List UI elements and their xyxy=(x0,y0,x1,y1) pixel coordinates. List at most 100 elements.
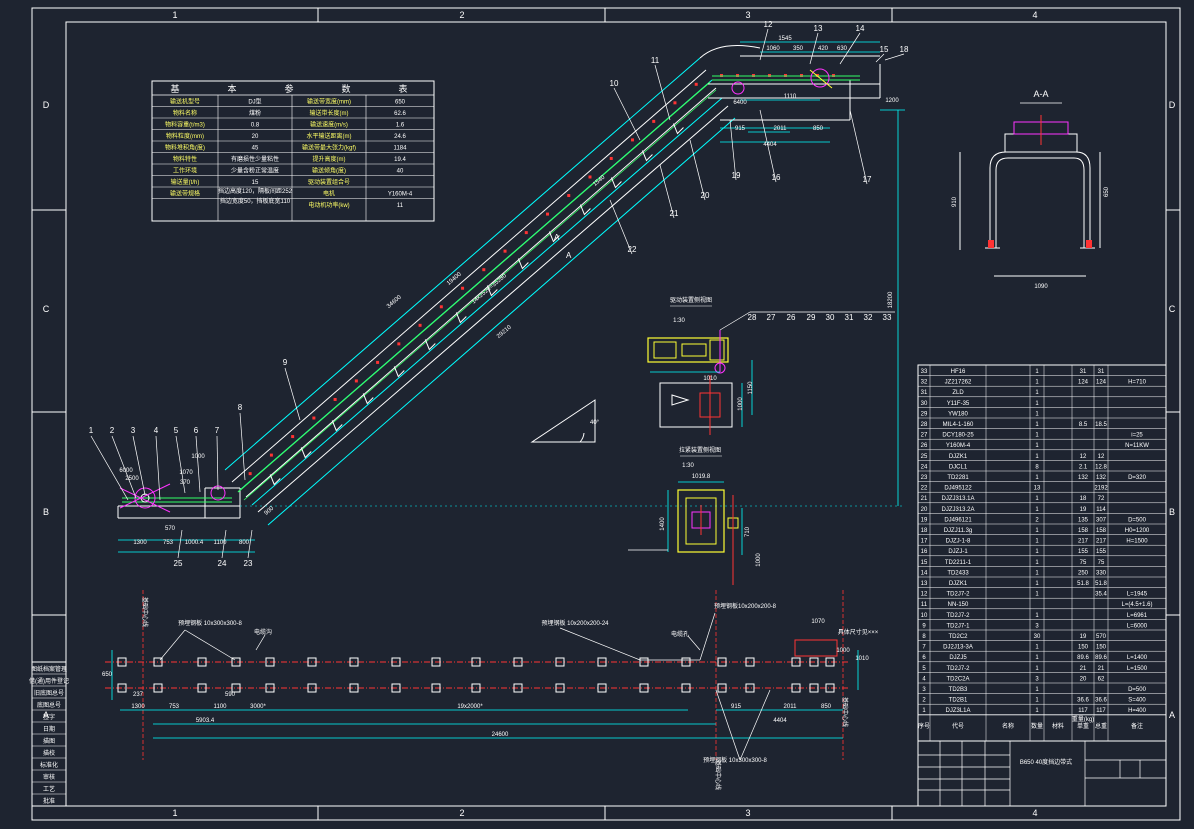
bom-header-sub: 重量(kg) xyxy=(1072,715,1094,723)
plan-note-2: 预埋钢板10x200x200-8 xyxy=(714,602,777,610)
bom-cell-23-1: TD2J7-2 xyxy=(946,613,970,619)
bom-cell-27-5: 89.6 xyxy=(1077,655,1089,661)
plan-dim-1: 753 xyxy=(169,704,180,710)
part-number-19: 19 xyxy=(732,171,741,180)
title-block xyxy=(917,740,1167,807)
embedded-plate xyxy=(471,683,481,693)
part-number-1: 1 xyxy=(89,426,94,435)
plan-note-8: 基础中心线 xyxy=(841,697,849,727)
bom-cell-11-3: 13 xyxy=(1034,486,1041,492)
bom-cell-15-0: 18 xyxy=(921,528,928,534)
param-cell-6-0: 工作环境 xyxy=(173,167,197,175)
embedded-plate xyxy=(391,657,401,667)
section-side-dim: 650 xyxy=(1104,186,1110,197)
embedded-plate xyxy=(745,657,755,667)
section-height-dim: 910 xyxy=(952,196,958,207)
part-number-22: 22 xyxy=(628,245,637,254)
bom-cell-18-6: 75 xyxy=(1098,560,1105,566)
bom-cell-20-1: DJZK1 xyxy=(949,581,968,587)
bom-cell-27-1: DJZJ5 xyxy=(949,655,967,661)
plan-note-4: 电缆孔 xyxy=(671,630,689,638)
embedded-plate xyxy=(639,683,649,693)
param-cell-7-2: 驱动装置组合号 xyxy=(308,178,350,186)
grid-row-left-D: D xyxy=(43,100,50,110)
param-header-2: 参 xyxy=(284,83,293,94)
outer-frame xyxy=(31,7,1181,821)
part-number-18: 18 xyxy=(900,45,909,54)
foundation-plan xyxy=(105,590,859,761)
grid-row-right-A: A xyxy=(1169,710,1175,720)
bom-cell-32-6: 117 xyxy=(1096,708,1106,714)
bom-cell-5-3: 1 xyxy=(1035,422,1039,428)
bom-cell-14-7: D=500 xyxy=(1128,517,1147,523)
bom-cell-10-5: 132 xyxy=(1078,475,1089,481)
drawing-title: B650 40度挡边带式 xyxy=(1020,758,1072,766)
bom-cell-15-1: DJZJ11.3g xyxy=(944,528,973,534)
strip-item-4: 签字 xyxy=(43,713,55,721)
bom-cell-12-5: 18 xyxy=(1080,496,1087,502)
strip-item-9: 审核 xyxy=(43,773,55,781)
tension-dim-0: 1019.8 xyxy=(692,474,711,480)
bom-cell-23-0: 10 xyxy=(921,613,928,619)
bom-cell-9-1: DJCL1 xyxy=(949,464,968,470)
grid-col-top-3: 3 xyxy=(745,10,750,20)
top-dim-11: 1200 xyxy=(885,98,899,104)
bom-cell-28-6: 21 xyxy=(1098,666,1105,672)
plan-dim-9: 24600 xyxy=(492,732,509,738)
embedded-plate xyxy=(231,683,241,693)
bom-header-4: 材料 xyxy=(1052,722,1064,730)
bom-cell-26-3: 1 xyxy=(1035,645,1039,651)
bom-cell-11-1: DJ495122 xyxy=(944,486,972,492)
bom-cell-16-6: 217 xyxy=(1096,539,1107,545)
strip-item-11: 批准 xyxy=(43,797,55,805)
embedded-plate xyxy=(431,657,441,667)
bom-header-7: 备注 xyxy=(1131,722,1143,730)
bom-cell-8-0: 25 xyxy=(921,454,928,460)
plan-note-5: 电缆沟 xyxy=(254,628,272,636)
bom-cell-30-3: 1 xyxy=(1035,687,1039,693)
bom-cell-24-7: L=6000 xyxy=(1127,623,1148,629)
bom-cell-17-3: 1 xyxy=(1035,549,1039,555)
param-cell-7-1: 15 xyxy=(252,180,259,186)
bottom-dim-8: 1000 xyxy=(191,454,205,460)
plan-dim-8: 4404 xyxy=(773,718,787,724)
bom-cell-2-3: 1 xyxy=(1035,390,1039,396)
plan-dim-2: 1100 xyxy=(214,704,228,710)
bom-cell-19-1: TD2433 xyxy=(947,570,969,576)
bom-cell-16-7: H=1500 xyxy=(1126,539,1148,545)
embedded-plate xyxy=(825,683,835,693)
bom-cell-17-6: 155 xyxy=(1096,549,1107,555)
top-dim-7: 915 xyxy=(735,126,746,132)
part-number-14: 14 xyxy=(856,24,865,33)
bom-cell-22-7: L=(4.5+1.6) xyxy=(1121,602,1152,608)
bom-cell-28-3: 1 xyxy=(1035,666,1039,672)
embedded-plate xyxy=(197,683,207,693)
bom-cell-22-1: NN-150 xyxy=(948,602,969,608)
top-dim-1: 1060 xyxy=(766,46,780,52)
plan-dim-11: 1000 xyxy=(836,648,850,654)
bom-cell-25-5: 19 xyxy=(1080,634,1087,640)
bom-cell-26-1: DJ2J13-3A xyxy=(943,645,973,651)
param-cell-6-3: 40 xyxy=(397,169,404,175)
param-cell-4-1: 45 xyxy=(252,146,259,152)
bom-cell-19-5: 250 xyxy=(1078,570,1089,576)
top-dim-3: 420 xyxy=(818,46,829,52)
param-cell-1-3: 62.6 xyxy=(394,111,406,117)
embedded-plate xyxy=(791,657,801,667)
tension-detail xyxy=(628,481,743,585)
embedded-plate xyxy=(555,683,565,693)
strip-item-0: 图纸档案管理 xyxy=(31,665,67,673)
bottom-dim-6: 370 xyxy=(180,480,191,486)
part-number-8: 8 xyxy=(238,403,243,412)
grid-col-top-1: 1 xyxy=(172,10,177,20)
embedded-plate xyxy=(265,657,275,667)
bom-cell-5-1: MIL4-1-160 xyxy=(943,422,974,428)
bom-header-5: 单重 xyxy=(1077,722,1089,730)
bom-header-3: 数量 xyxy=(1031,722,1043,730)
param-cell-3-1: 20 xyxy=(252,134,259,140)
bom-cell-27-6: 89.6 xyxy=(1095,655,1107,661)
bom-header-1: 代号 xyxy=(952,722,964,730)
embedded-plate xyxy=(117,683,127,693)
embedded-plate xyxy=(197,657,207,667)
